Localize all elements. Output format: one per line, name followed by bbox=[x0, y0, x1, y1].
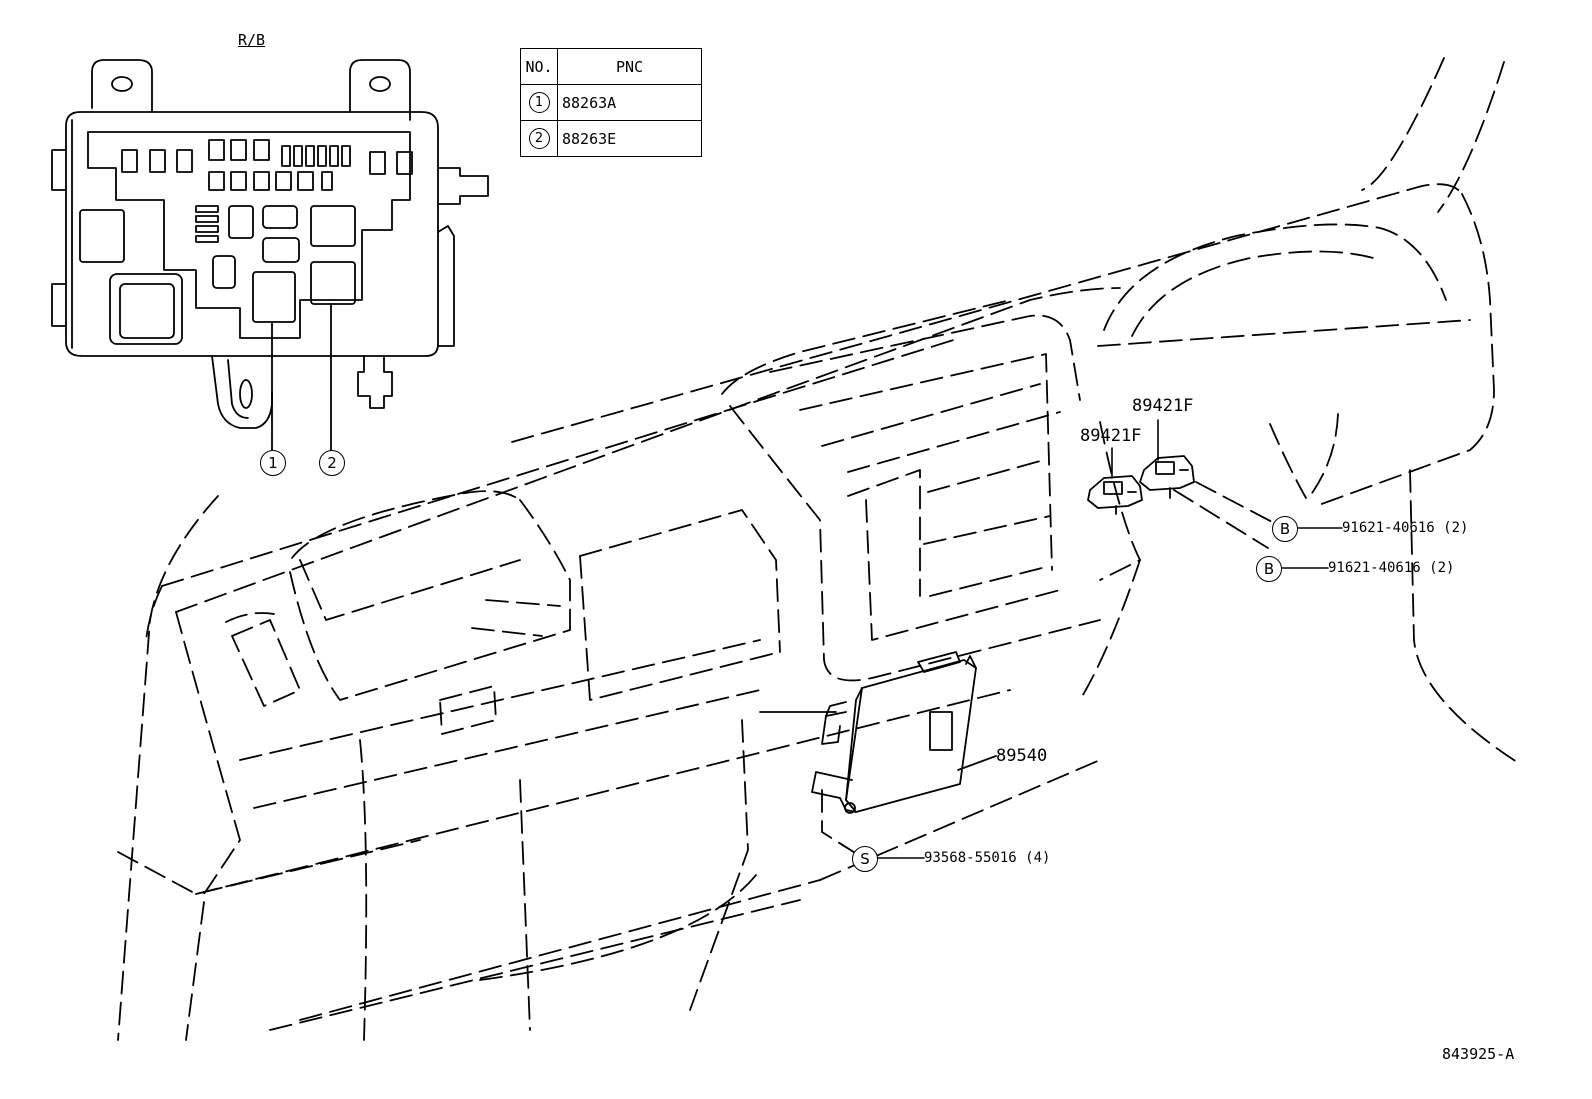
bolt-symbol-lower: B bbox=[1256, 556, 1282, 582]
sensor-leaders bbox=[1111, 419, 1159, 479]
relay-block-label: R/B bbox=[238, 31, 266, 49]
row-pnc: 88263E bbox=[557, 120, 702, 157]
airbag-sensor-upper bbox=[1139, 455, 1195, 499]
row-number-circle: 1 bbox=[528, 92, 550, 113]
relay-block bbox=[51, 59, 489, 452]
pnc-table-header: NO. PNC bbox=[520, 48, 702, 85]
label-leaders bbox=[875, 527, 1343, 859]
sensor-lower-label: 89421F bbox=[1080, 426, 1142, 446]
diagram-id: 843925-A bbox=[1442, 1045, 1515, 1063]
bolt-symbol-upper: B bbox=[1272, 516, 1298, 542]
callout-2: 2 bbox=[319, 450, 345, 476]
header-pnc: PNC bbox=[557, 48, 702, 85]
callout-1: 1 bbox=[260, 450, 286, 476]
sensor-upper-label: 89421F bbox=[1132, 396, 1194, 416]
row-number-circle: 2 bbox=[528, 128, 550, 149]
row-pnc: 88263A bbox=[557, 84, 702, 121]
screw-label: 93568-55016 (4) bbox=[924, 850, 1051, 866]
airbag-sensor-lower bbox=[1087, 475, 1143, 515]
table-row: 1 88263A bbox=[520, 84, 702, 121]
airbag-ecu bbox=[759, 651, 997, 814]
header-no: NO. bbox=[520, 48, 558, 85]
bolt-upper-label: 91621-40616 (2) bbox=[1342, 520, 1469, 536]
bolt-lower-label: 91621-40616 (2) bbox=[1328, 560, 1455, 576]
screw-symbol: S bbox=[852, 846, 878, 872]
table-row: 2 88263E bbox=[520, 120, 702, 157]
ecu-label: 89540 bbox=[996, 746, 1048, 766]
pnc-table: NO. PNC 1 88263A 2 88263E bbox=[520, 48, 702, 157]
